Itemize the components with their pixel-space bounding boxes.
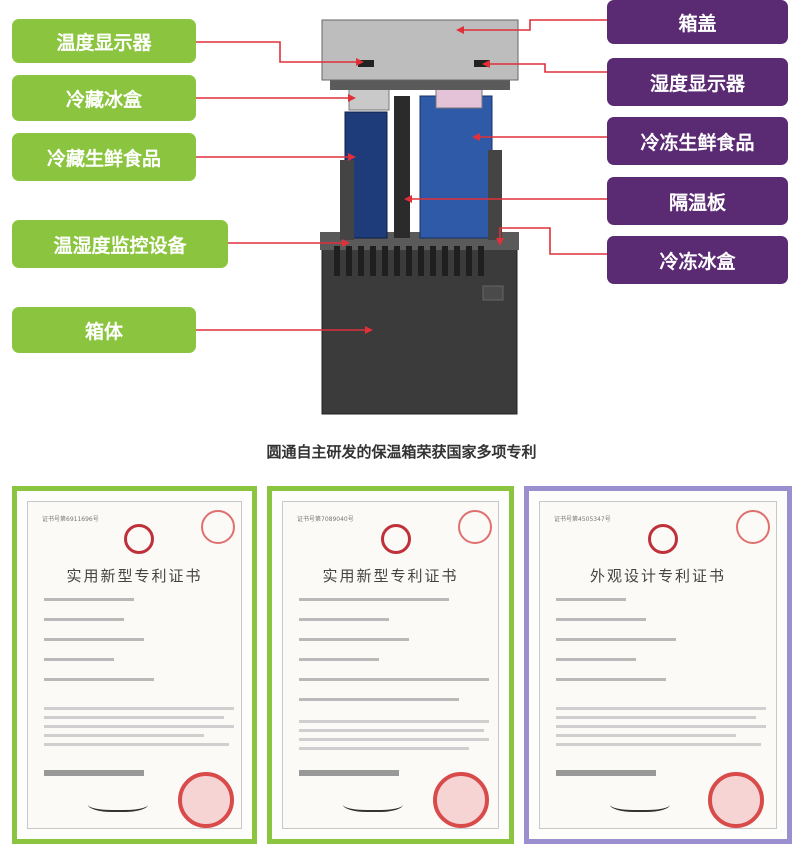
signature-icon bbox=[88, 794, 148, 812]
label-fresh-food: 冷藏生鲜食品 bbox=[12, 133, 196, 181]
signature-icon bbox=[343, 794, 403, 812]
red-seal-icon bbox=[708, 772, 764, 828]
label-box-body: 箱体 bbox=[12, 307, 196, 353]
label-temp-display: 温度显示器 bbox=[12, 19, 196, 63]
patent-logo-icon bbox=[381, 524, 411, 554]
insulation-divider bbox=[394, 96, 410, 238]
official-seal-icon bbox=[201, 510, 235, 544]
box-handle bbox=[482, 285, 504, 301]
certificate-title: 实用新型专利证书 bbox=[322, 567, 459, 585]
patent-logo-icon bbox=[124, 524, 154, 554]
certificate-1: 证书号第6911696号 实用新型专利证书 bbox=[12, 486, 257, 844]
label-frozen-ice-box: 冷冻冰盒 bbox=[607, 236, 788, 284]
lid-plate bbox=[321, 19, 519, 81]
official-seal-icon bbox=[736, 510, 770, 544]
label-lid: 箱盖 bbox=[607, 0, 788, 44]
certificate-3: 证书号第4505347号 外观设计专利证书 bbox=[524, 486, 792, 844]
red-seal-icon bbox=[178, 772, 234, 828]
frozen-ice-pack bbox=[488, 150, 502, 240]
signature-icon bbox=[610, 794, 670, 812]
label-fresh-ice-box: 冷藏冰盒 bbox=[12, 75, 196, 121]
certificate-title: 外观设计专利证书 bbox=[589, 567, 726, 585]
box-slots bbox=[334, 246, 484, 276]
patent-logo-icon bbox=[648, 524, 678, 554]
cooler-box-diagram bbox=[196, 19, 607, 415]
caption: 圆通自主研发的保温箱荣获国家多项专利 bbox=[266, 443, 537, 461]
certificate-number: 证书号第6911696号 bbox=[42, 516, 99, 523]
temp-display bbox=[358, 60, 374, 67]
official-seal-icon bbox=[458, 510, 492, 544]
red-seal-icon bbox=[433, 772, 489, 828]
certificate-title: 实用新型专利证书 bbox=[66, 567, 203, 585]
certificate-number: 证书号第7089040号 bbox=[297, 516, 354, 523]
fresh-top-plate bbox=[348, 87, 390, 111]
label-insulation-board: 隔温板 bbox=[607, 177, 788, 225]
fresh-ice-pack bbox=[340, 160, 354, 240]
frozen-food-container bbox=[419, 95, 493, 239]
humidity-display bbox=[474, 60, 490, 67]
arrow-heads bbox=[342, 26, 504, 334]
arrows bbox=[196, 19, 607, 331]
label-frozen-food: 冷冻生鲜食品 bbox=[607, 117, 788, 165]
label-humidity-display: 湿度显示器 bbox=[607, 58, 788, 106]
certificate-number: 证书号第4505347号 bbox=[554, 516, 611, 523]
label-monitor-device: 温湿度监控设备 bbox=[12, 220, 228, 268]
certificate-2: 证书号第7089040号 实用新型专利证书 bbox=[267, 486, 514, 844]
